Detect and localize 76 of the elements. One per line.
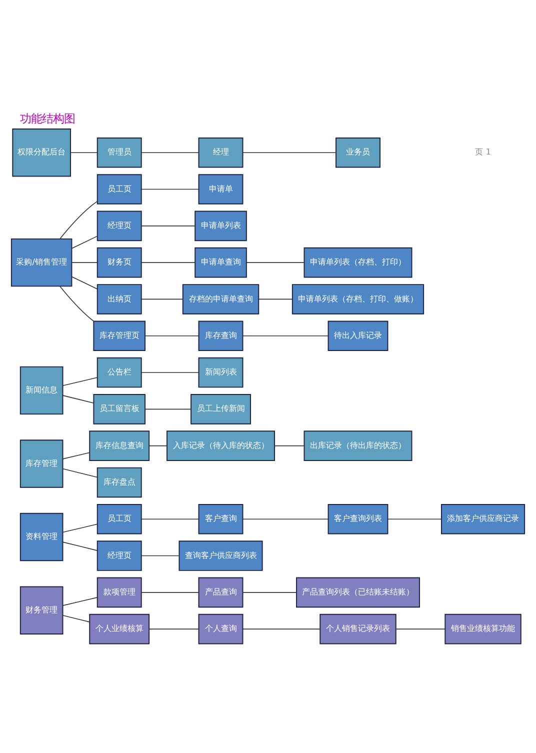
connector (60, 200, 98, 239)
connector (62, 523, 98, 532)
diagram-title: 功能结构图 (20, 111, 75, 126)
label: 页 1 (475, 146, 491, 156)
connector (62, 468, 98, 478)
connector (148, 628, 199, 629)
connector (258, 298, 293, 300)
node-box: 权限分配后台 (12, 128, 71, 176)
node-box: 入库记录（待入库的状态） (166, 430, 275, 460)
node-box: 款项管理 (96, 576, 142, 608)
node-box: 申请单查询 (194, 246, 247, 278)
connector (144, 334, 200, 336)
node-box: 库存管理页 (93, 320, 146, 351)
node-box: 员工上传新闻 (190, 394, 251, 424)
node-box: 申请单列表（存档、打印） (304, 246, 412, 278)
node-box: 经理 (198, 136, 244, 168)
node-box: 经理页 (96, 540, 142, 570)
connector (62, 452, 90, 459)
node-box: 申请单列表（存档、打印、做账） (292, 284, 424, 314)
connector (141, 554, 180, 556)
node-box: 销售业绩核算功能 (444, 613, 522, 644)
connector (141, 225, 196, 226)
node-box: 库存信息查询 (89, 430, 150, 460)
node-box: 经理页 (96, 210, 142, 241)
node-box: 库存查询 (198, 320, 244, 351)
node-box: 出库记录（待出库的状态） (304, 430, 412, 460)
node-box: 新闻信息 (20, 366, 64, 414)
connector (144, 408, 192, 410)
node-box: 管理员 (96, 136, 142, 168)
node-box: 存档的申请单查询 (182, 284, 260, 314)
node-box: 客户查询 (198, 503, 244, 534)
connector (242, 334, 328, 336)
node-box: 个人业绩核算 (89, 613, 150, 644)
node-box: 产品查询列表（已结账未结账） (296, 576, 420, 608)
node-box: 个人销售记录列表 (320, 613, 396, 644)
connector (62, 614, 90, 622)
connector (62, 394, 94, 403)
node-box: 财务页 (96, 246, 142, 278)
node-box: 个人查询 (198, 613, 244, 644)
connector (70, 152, 98, 153)
connector (60, 285, 94, 322)
connector (396, 628, 446, 629)
connector (141, 298, 184, 300)
node-box: 查询客户供应商列表 (178, 540, 263, 570)
node-box: 待出入库记录 (328, 320, 388, 351)
node-box: 出纳页 (96, 284, 142, 314)
node-box: 员工留言板 (93, 394, 146, 424)
node-box: 库存管理 (20, 439, 64, 488)
connector (148, 444, 168, 446)
connector (242, 628, 320, 629)
connector (62, 541, 98, 550)
node-box: 申请单 (198, 174, 244, 204)
node-box: 业务员 (336, 136, 380, 168)
connector (242, 518, 328, 520)
connector (62, 596, 98, 606)
connector (62, 376, 98, 386)
connector (71, 235, 98, 248)
node-box: 添加客户供应商记录 (441, 503, 526, 534)
node-box: 员工页 (96, 174, 142, 204)
node-box: 采购/销售管理 (10, 238, 72, 286)
node-box: 库存盘点 (96, 466, 142, 498)
node-box: 新闻列表 (198, 356, 244, 388)
node-box: 员工页 (96, 503, 142, 534)
node-box: 财务管理 (20, 586, 64, 634)
connector (141, 518, 199, 520)
connector (242, 152, 336, 153)
connector (141, 152, 199, 153)
connector (274, 444, 305, 446)
node-box: 客户查询列表 (328, 503, 388, 534)
node-box: 申请单列表 (194, 210, 247, 241)
connector (387, 518, 442, 520)
connector (141, 188, 199, 190)
node-box: 资料管理 (20, 512, 64, 561)
node-box: 产品查询 (198, 576, 244, 608)
node-box: 公告栏 (96, 356, 142, 388)
connector (71, 276, 98, 289)
